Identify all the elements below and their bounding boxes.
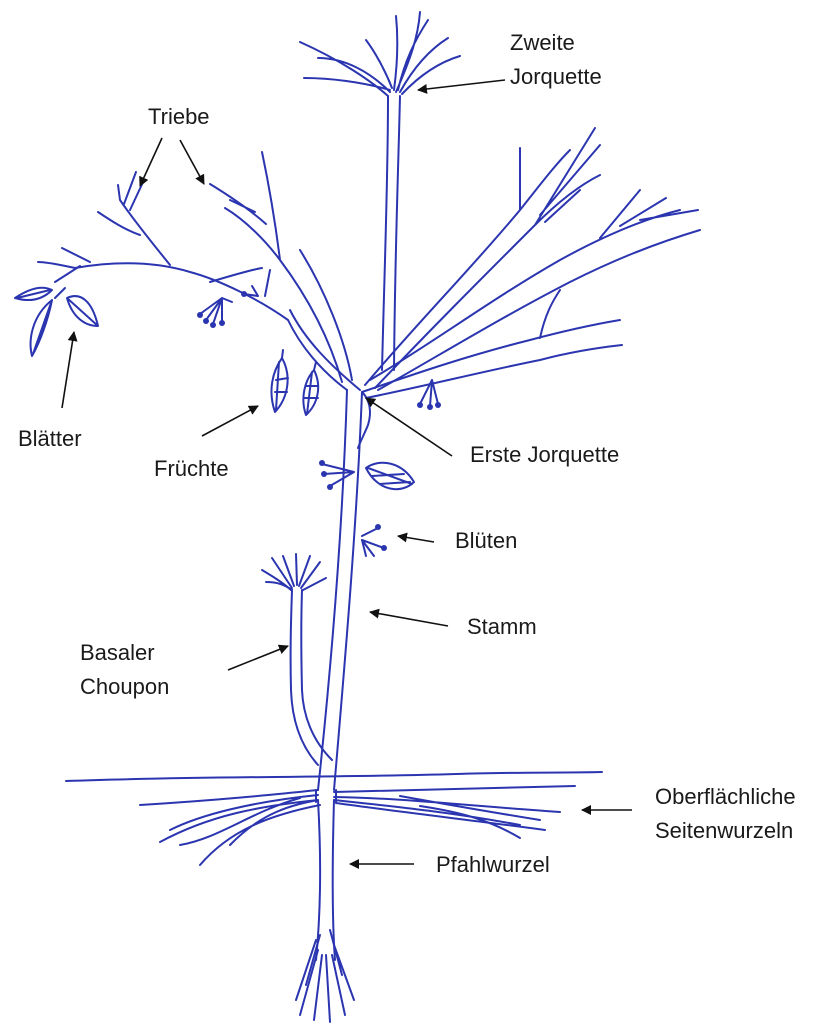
chupon-crown	[262, 554, 326, 590]
branch-mid-left	[210, 152, 352, 382]
basal-chupon	[291, 590, 332, 765]
label-triebe: Triebe	[148, 100, 210, 134]
label-basaler-choupon-line1: Basaler	[80, 636, 169, 670]
label-seitenwurzeln-line1: Oberflächliche	[655, 780, 796, 814]
branch-central	[382, 96, 400, 370]
label-zweite-jorquette-line1: Zweite	[510, 26, 602, 60]
arrow-zweite-jorquette	[418, 80, 505, 90]
label-basaler-choupon-line2: Choupon	[80, 670, 169, 704]
trunk	[318, 390, 362, 790]
branch-left-twigs	[38, 172, 270, 296]
label-blaetter: Blätter	[18, 422, 82, 456]
label-blueten: Blüten	[455, 524, 517, 558]
label-seitenwurzeln: Oberflächliche Seitenwurzeln	[655, 780, 796, 848]
leaves	[15, 288, 98, 356]
arrow-stamm	[370, 612, 448, 626]
label-zweite-jorquette-line2: Jorquette	[510, 60, 602, 94]
arrow-blaetter	[62, 332, 74, 408]
arrow-triebe-left	[140, 138, 162, 186]
arrow-blueten	[398, 536, 434, 542]
arrow-basaler-choupon	[228, 646, 288, 670]
crown-second-jorquette	[300, 12, 460, 96]
arrow-fruechte	[202, 406, 258, 436]
label-basaler-choupon: Basaler Choupon	[80, 636, 169, 704]
label-erste-jorquette: Erste Jorquette	[470, 438, 619, 472]
label-seitenwurzeln-line2: Seitenwurzeln	[655, 814, 796, 848]
label-fruechte: Früchte	[154, 452, 229, 486]
taproot-fine-roots	[296, 930, 354, 1022]
label-stamm: Stamm	[467, 610, 537, 644]
label-pfahlwurzel: Pfahlwurzel	[436, 848, 550, 882]
arrow-triebe-right	[180, 140, 204, 184]
flowers	[200, 286, 438, 556]
label-zweite-jorquette: Zweite Jorquette	[510, 26, 602, 94]
flower-buds	[197, 291, 441, 551]
